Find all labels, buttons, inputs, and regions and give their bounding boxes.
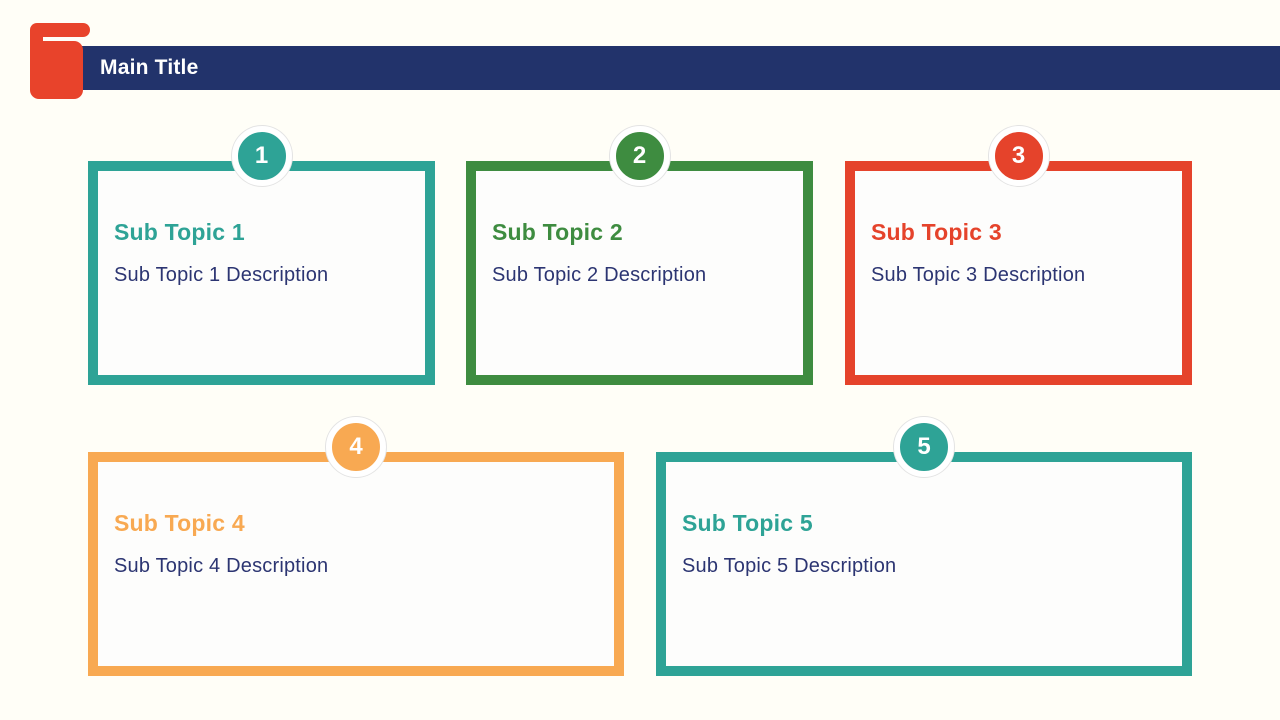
card-title: Sub Topic 1	[114, 219, 245, 245]
badge-number: 4	[349, 433, 363, 460]
badge-number: 3	[1011, 142, 1026, 169]
card-description: Sub Topic 5 Description	[682, 555, 897, 577]
card-description: Sub Topic 3 Description	[871, 264, 1086, 286]
topic-card-4: 4 Sub Topic 4 Sub Topic 4 Description	[88, 417, 624, 676]
card-title: Sub Topic 5	[682, 510, 813, 536]
card-title: Sub Topic 3	[871, 219, 1002, 245]
header-bar: Main Title	[60, 46, 1280, 90]
badge-number: 1	[254, 142, 269, 169]
card-description: Sub Topic 2 Description	[492, 264, 707, 286]
topic-card-1: 1 Sub Topic 1 Sub Topic 1 Description	[88, 126, 435, 385]
number-badge: 3	[988, 126, 1049, 186]
card-title: Sub Topic 4	[114, 510, 245, 536]
topic-card-2: 2 Sub Topic 2 Sub Topic 2 Description	[466, 126, 813, 385]
topic-card-5: 5 Sub Topic 5 Sub Topic 5 Description	[656, 417, 1192, 676]
book-icon	[30, 23, 92, 99]
card-content: Sub Topic 2 Sub Topic 2 Description	[476, 171, 803, 286]
number-badge: 4	[326, 417, 386, 477]
card-content: Sub Topic 3 Sub Topic 3 Description	[855, 171, 1182, 286]
card-title: Sub Topic 2	[492, 219, 623, 245]
card-content: Sub Topic 4 Sub Topic 4 Description	[98, 462, 614, 577]
badge-number: 2	[632, 142, 647, 169]
number-badge: 5	[894, 417, 954, 477]
topic-card-3: 3 Sub Topic 3 Sub Topic 3 Description	[845, 126, 1192, 385]
number-badge: 1	[231, 126, 292, 186]
card-description: Sub Topic 4 Description	[114, 555, 329, 577]
badge-number: 5	[917, 433, 931, 460]
card-description: Sub Topic 1 Description	[114, 264, 329, 286]
card-content: Sub Topic 1 Sub Topic 1 Description	[98, 171, 425, 286]
main-title: Main Title	[100, 56, 199, 79]
number-badge: 2	[609, 126, 670, 186]
card-content: Sub Topic 5 Sub Topic 5 Description	[666, 462, 1182, 577]
